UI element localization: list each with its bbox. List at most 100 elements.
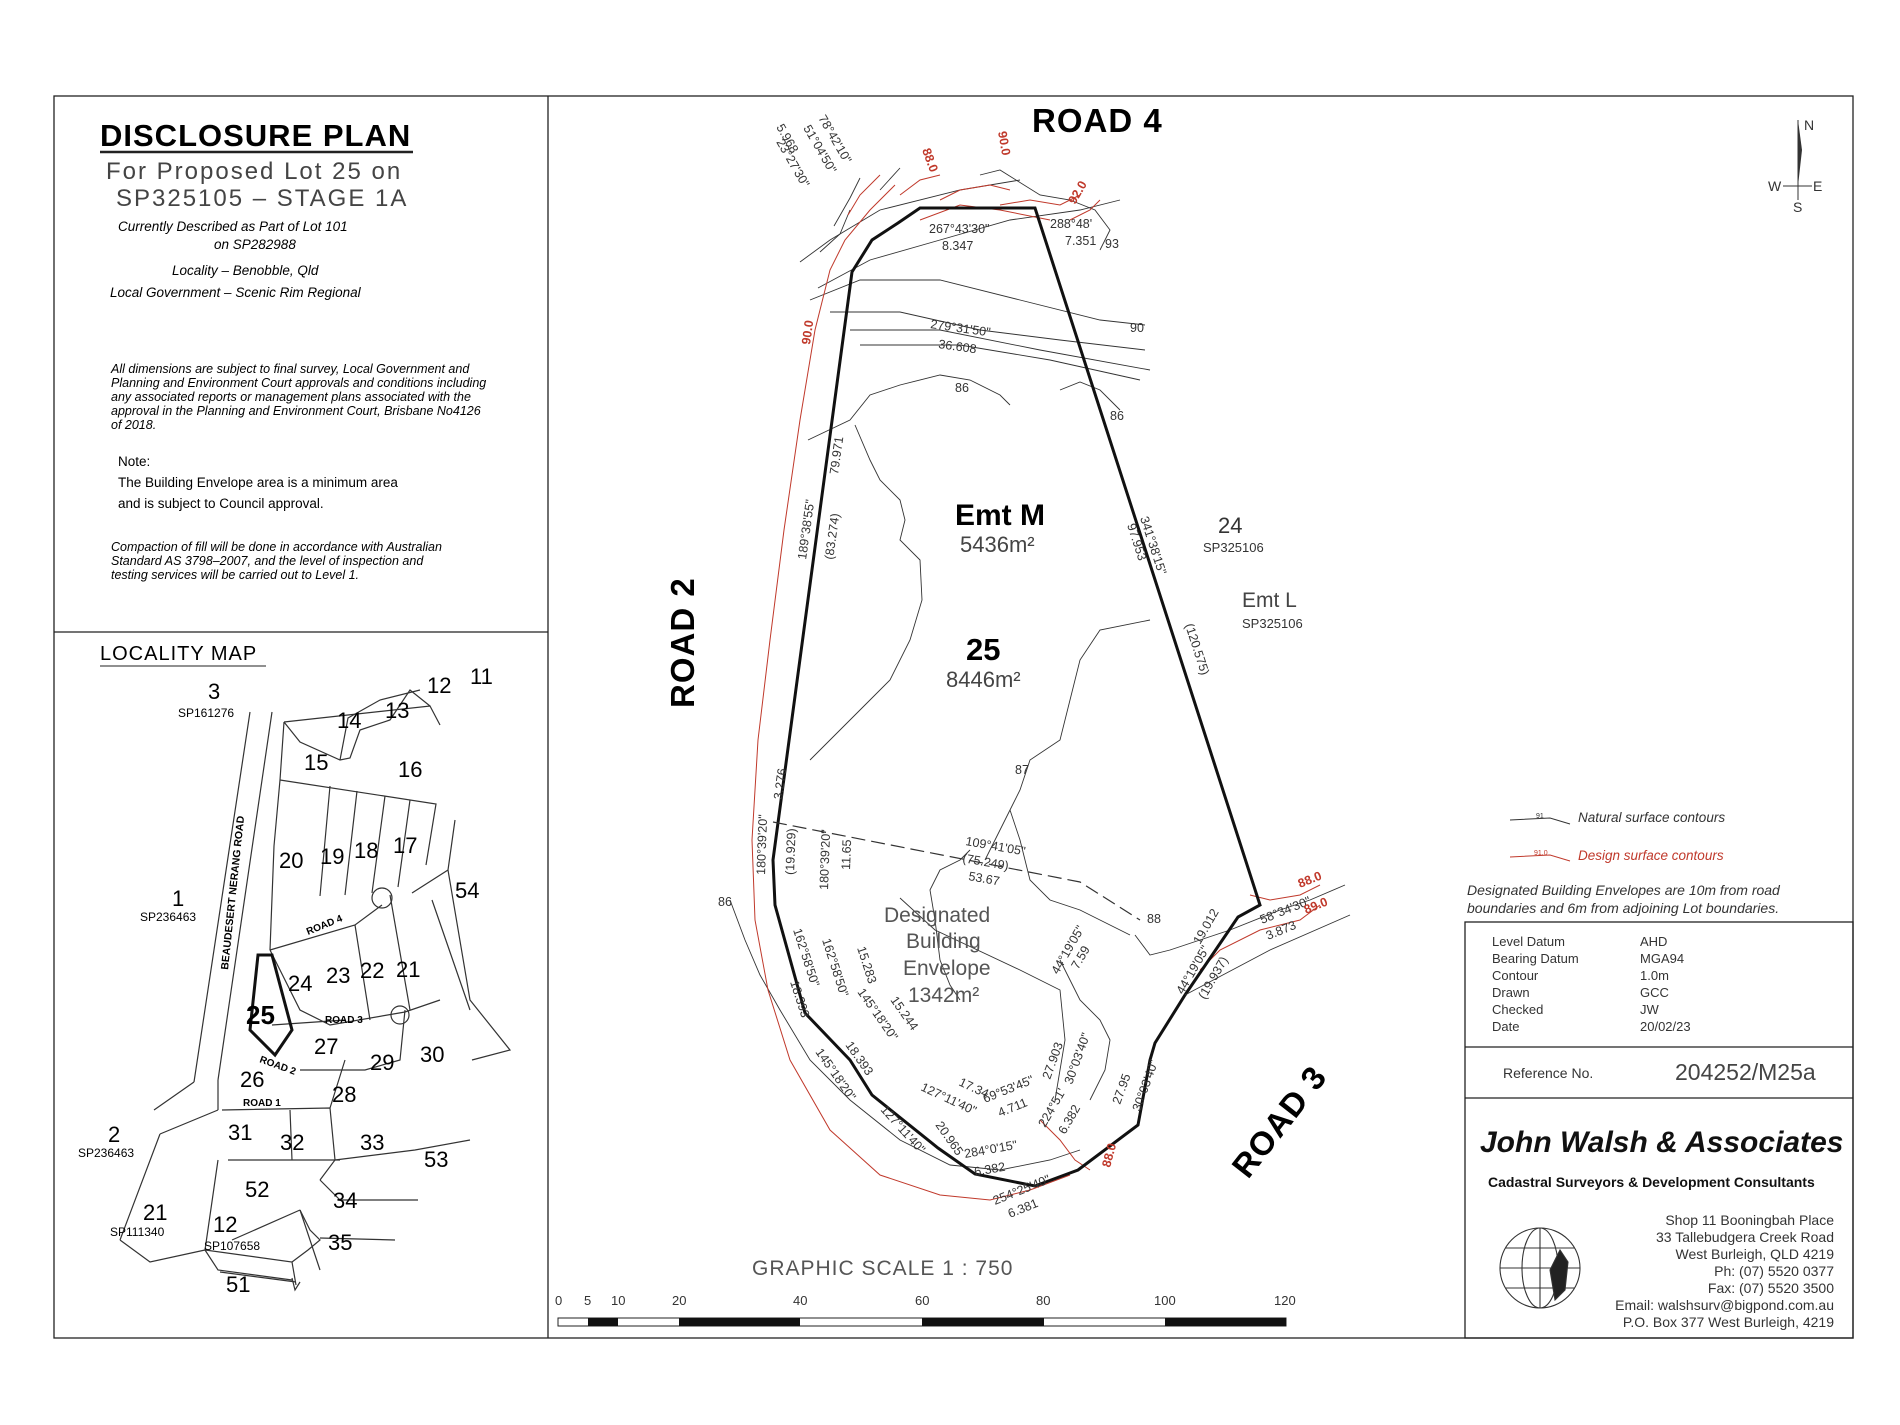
contour-label: 88 — [1147, 912, 1161, 926]
adjoining-plan: SP325106 — [1203, 540, 1264, 555]
road-3-line — [1184, 914, 1351, 996]
dim-label: 180°39'20" — [817, 829, 833, 890]
envelope-area: 1342m² — [908, 984, 979, 1007]
survey-info-label: Drawn — [1492, 985, 1530, 1000]
locality-lot-label: 16 — [398, 757, 422, 782]
locality-lot-label: 31 — [228, 1120, 252, 1145]
company-address-line: 33 Tallebudgera Creek Road — [1656, 1229, 1834, 1245]
dimensions-note-2: Planning and Environment Court approvals… — [111, 376, 486, 390]
envelope-side — [899, 897, 1066, 1101]
dim-label: 8.347 — [942, 239, 973, 253]
survey-info-value: GCC — [1640, 985, 1669, 1000]
dimensions-note-5: of 2018. — [111, 418, 156, 432]
locality-lot-label: 19 — [320, 844, 344, 869]
note-line-1: The Building Envelope area is a minimum … — [118, 475, 398, 490]
locality-lot-label: 26 — [240, 1067, 264, 1092]
locality-lot-label: 52 — [245, 1177, 269, 1202]
locality-lot-label: 14 — [337, 708, 361, 733]
locality-lot-label: 23 — [326, 963, 350, 988]
lot-area: 8446m² — [946, 667, 1021, 692]
dim-label: 180°39'20" — [754, 814, 770, 875]
locality-lot-label: 18 — [354, 838, 378, 863]
locality-lot-label: 29 — [370, 1050, 394, 1075]
locality-lot-label: 20 — [279, 848, 303, 873]
locality-lot-label: 13 — [385, 698, 409, 723]
design-contour-label: 90.0 — [799, 319, 816, 345]
lot-number: 25 — [966, 632, 1000, 667]
compaction-note-2: Standard AS 3798–2007, and the level of … — [111, 554, 424, 568]
site-plan: ROAD 4 ROAD 2 ROAD 3 Emt M 5436m² 25 844… — [664, 102, 1351, 1221]
locality-lot-label: 24 — [288, 971, 312, 996]
title-block-border — [1464, 921, 1854, 1339]
building-envelope-line — [772, 821, 1141, 921]
survey-info-label: Date — [1492, 1019, 1519, 1034]
west-label: W — [1768, 178, 1782, 194]
locality-lot-label: 32 — [280, 1130, 304, 1155]
dim-label: 7.351 — [1065, 234, 1096, 248]
dim-label: 267°43'30" — [929, 222, 990, 236]
envelope-note-2: boundaries and 6m from adjoining Lot bou… — [1467, 900, 1779, 916]
easement-l-label: Emt L — [1242, 589, 1297, 612]
survey-info-label: Level Datum — [1492, 934, 1565, 949]
locality-lot-label: 21 — [143, 1200, 167, 1225]
locality-lot-label: 22 — [360, 958, 384, 983]
survey-info-value: JW — [1640, 1002, 1660, 1017]
locality-lot-label: 12 — [427, 673, 451, 698]
note-heading: Note: — [118, 454, 150, 469]
locality-lot-label: 1 — [172, 886, 184, 911]
contour-label: 87 — [1015, 763, 1029, 777]
dimensions-note-3: any associated reports or management pla… — [111, 390, 471, 404]
locality-lot-label: 2 — [108, 1122, 120, 1147]
compaction-note-1: Compaction of fill will be done in accor… — [111, 540, 442, 554]
contour-label: 90 — [1130, 321, 1144, 335]
dim-label: 3.276 — [771, 767, 789, 800]
dim-label: 36.608 — [938, 337, 978, 356]
locality-lot-label: 17 — [393, 833, 417, 858]
survey-info-value: 20/02/23 — [1640, 1019, 1691, 1034]
locality-lot-label: 51 — [226, 1272, 250, 1297]
survey-info-label: Bearing Datum — [1492, 951, 1579, 966]
survey-info-value: AHD — [1640, 934, 1667, 949]
design-contour-label: 92.0 — [1065, 178, 1089, 206]
locality-map: LOCALITY MAP BEAUDESERT — [78, 643, 512, 1297]
envelope-label-2: Building — [906, 930, 981, 953]
contour-label: 93 — [1105, 237, 1119, 251]
legend-natural-value: 91 — [1536, 813, 1544, 820]
survey-info-table: Level Datum AHD Bearing Datum MGA94 Cont… — [1492, 934, 1691, 1034]
legend-natural-label: Natural surface contours — [1578, 810, 1725, 825]
locality-lot-label: 35 — [328, 1230, 352, 1255]
company-address-line: Ph: (07) 5520 0377 — [1714, 1263, 1834, 1279]
locality-lot-label: 34 — [333, 1188, 357, 1213]
dim-label: (19.929) — [783, 828, 799, 875]
locality-lot-label: 28 — [332, 1082, 356, 1107]
design-contour-label: 88.0 — [1099, 1142, 1119, 1169]
contour-label: 86 — [718, 895, 732, 909]
easement-m-area: 5436m² — [960, 532, 1035, 557]
scale-tick: 120 — [1274, 1293, 1296, 1308]
scale-tick: 100 — [1154, 1293, 1176, 1308]
locality-lot-label: 27 — [314, 1034, 338, 1059]
legend-design-label: Design surface contours — [1578, 848, 1724, 863]
design-contour-label: 90.0 — [995, 130, 1013, 156]
locality-lot-label: 30 — [420, 1042, 444, 1067]
description-line-1: Currently Described as Part of Lot 101 — [118, 219, 348, 234]
dim-label: 284°0'15" — [963, 1138, 1018, 1161]
scale-tick: 80 — [1036, 1293, 1050, 1308]
dim-label: 20.965 — [933, 1119, 966, 1158]
locality-lot-label: 11 — [470, 664, 493, 689]
dimensions-note-1: All dimensions are subject to final surv… — [110, 362, 470, 376]
dim-label: (120.575) — [1182, 622, 1212, 677]
design-contour-label: 88.0 — [919, 146, 940, 174]
easement-l-plan: SP325106 — [1242, 616, 1303, 631]
survey-info-label: Contour — [1492, 968, 1539, 983]
scale-tick: 20 — [672, 1293, 686, 1308]
survey-info-value: 1.0m — [1640, 968, 1669, 983]
locality-lot-label: 15 — [304, 750, 328, 775]
reference-label: Reference No. — [1503, 1065, 1593, 1081]
locality-lot-label: 3 — [208, 679, 220, 704]
dim-label: 27.95 — [1110, 1072, 1134, 1106]
natural-contours — [729, 167, 1346, 1171]
envelope-note-1: Designated Building Envelopes are 10m fr… — [1467, 882, 1781, 898]
company-address-line: West Burleigh, QLD 4219 — [1676, 1246, 1835, 1262]
